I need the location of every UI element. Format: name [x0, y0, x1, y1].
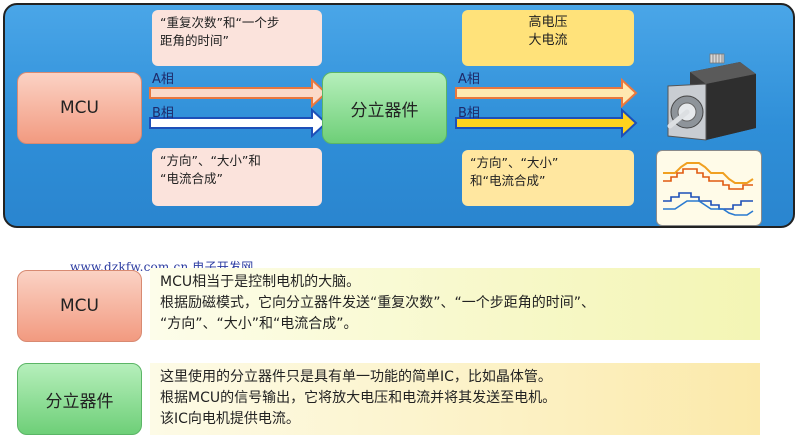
note-line: “重复次数”和“一个步 [160, 15, 280, 30]
discrete-device-description: 这里使用的分立器件只是具有单一功能的简单IC，比如晶体管。 根据MCU的信号输出… [150, 363, 760, 435]
phase-a-label-right: A相 [458, 72, 480, 87]
note-line: 高电压 [528, 15, 568, 30]
description-line: 这里使用的分立器件只是具有单一功能的简单IC，比如晶体管。 [160, 369, 552, 385]
note-direction-size: “方向”、“大小”和 “电流合成” [152, 148, 322, 206]
description-line: MCU相当于是控制电机的大脑。 [160, 274, 361, 290]
note-line: 距角的时间” [160, 33, 229, 48]
legend-discrete-device-label: 分立器件 [45, 391, 114, 412]
arrow-output-a-phase [455, 77, 638, 109]
note-repeat-count: “重复次数”和“一个步 距角的时间” [152, 10, 322, 66]
description-line: 根据励磁模式，它向分立器件发送“重复次数”、“一个步距角的时间”、 [160, 295, 596, 311]
waveform-panel [656, 150, 762, 226]
mcu-description: MCU相当于是控制电机的大脑。 根据励磁模式，它向分立器件发送“重复次数”、“一… [150, 268, 760, 340]
note-line: 和“电流合成” [470, 173, 546, 188]
mcu-block: MCU [17, 72, 142, 144]
description-line: 根据MCU的信号输出，它将放大电压和电流并将其发送至电机。 [160, 390, 557, 406]
discrete-device-block: 分立器件 [322, 72, 447, 144]
note-line: 大电流 [528, 33, 568, 48]
description-line: 该IC向电机提供电流。 [160, 411, 300, 427]
legend-discrete-device-block: 分立器件 [17, 363, 142, 435]
mcu-block-label: MCU [60, 98, 99, 118]
note-line: “方向”、“大小”和 [160, 153, 261, 168]
note-high-voltage-current: 高电压 大电流 [462, 10, 634, 66]
signal-arrows [149, 77, 638, 139]
discrete-device-block-label: 分立器件 [350, 100, 419, 121]
description-line: “方向”、“大小”和“电流合成”。 [160, 316, 358, 332]
note-line: “方向”、“大小” [470, 155, 559, 170]
note-line: “电流合成” [160, 171, 223, 186]
waveform-icon [663, 162, 754, 216]
arrow-mcu-a-phase [149, 77, 328, 109]
legend-mcu-label: MCU [60, 296, 99, 316]
phase-a-label-left: A相 [152, 72, 174, 87]
phase-b-label-left: B相 [152, 106, 174, 121]
stepper-motor-icon [667, 53, 756, 141]
note-output-direction-size: “方向”、“大小” 和“电流合成” [462, 150, 634, 206]
phase-b-label-right: B相 [458, 106, 480, 121]
arrow-mcu-b-phase [149, 107, 328, 139]
legend-mcu-block: MCU [17, 270, 142, 342]
arrow-output-b-phase [455, 107, 638, 139]
